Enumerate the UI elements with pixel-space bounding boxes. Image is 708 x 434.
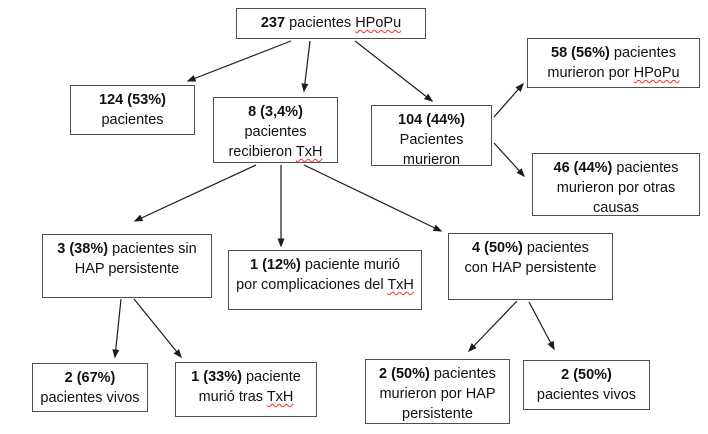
misspelled-term: HPoPu: [355, 15, 402, 31]
text-segment: paciente: [241, 369, 301, 385]
node-text-line: pacientes: [101, 110, 163, 130]
text-segment: 237: [260, 15, 286, 31]
node-text-line: murió tras TxH: [199, 387, 294, 407]
node-text-line: 104 (44%): [398, 110, 465, 130]
text-segment: murieron por HAP: [379, 386, 496, 402]
node-text-line: por complicaciones del TxH: [236, 275, 414, 295]
node-text-line: 1 (12%) paciente murió: [250, 255, 400, 275]
node-text-line: pacientes vivos: [40, 388, 139, 408]
text-segment: Pacientes: [399, 132, 464, 148]
node-text-line: 2 (67%): [65, 368, 116, 388]
arrow-con-hap-4-to-murieron-hap-2: [467, 300, 518, 353]
text-segment: pacientes: [101, 112, 164, 128]
text-segment: pacientes: [429, 366, 496, 382]
node-text-line: murieron por HPoPu: [547, 63, 679, 83]
node-text-line: 2 (50%): [561, 365, 612, 385]
node-text-line: 4 (50%) pacientes: [472, 238, 589, 258]
arrow-recibieron-txh-8-to-con-hap-4: [303, 164, 443, 232]
node-text-line: pacientes vivos: [537, 385, 636, 405]
node-text-line: recibieron TxH: [228, 142, 322, 162]
node-text-line: murieron por otras: [557, 178, 675, 198]
misspelled-term: TxH: [295, 144, 323, 160]
text-segment: HAP persistente: [74, 261, 180, 277]
node-recibieron-txh-8: 8 (3,4%) pacientes recibieron TxH: [213, 97, 338, 163]
node-text-line: Pacientes: [400, 130, 464, 150]
node-vivos-2-50: 2 (50%) pacientes vivos: [523, 360, 650, 410]
text-segment: 124 (53%): [99, 92, 166, 108]
node-murieron-otras-46: 46 (44%) pacientes murieron por otras caus…: [532, 153, 700, 216]
text-segment: pacientes: [522, 240, 589, 256]
node-text-line: 8 (3,4%): [248, 102, 303, 122]
text-segment: persistente: [402, 406, 473, 422]
text-segment: 104 (44%): [398, 112, 465, 128]
text-segment: pacientes sin: [108, 241, 197, 257]
node-murieron-104: 104 (44%) Pacientes murieron: [371, 105, 492, 168]
text-segment: 3 (38%): [57, 241, 109, 257]
text-segment: pacientes: [609, 45, 676, 61]
misspelled-term: TxH: [387, 277, 414, 293]
text-segment: pacientes: [244, 124, 307, 140]
text-segment: por complicaciones del: [236, 277, 388, 293]
node-text-line: pacientes: [244, 122, 306, 142]
misspelled-term: HPoPu: [633, 65, 680, 81]
arrow-con-hap-4-to-vivos-2-50: [528, 301, 555, 351]
text-segment: 2 (50%): [379, 366, 430, 382]
arrow-total-hpopu-to-recibieron-txh-8: [301, 40, 311, 93]
arrow-total-hpopu-to-pacientes-124: [186, 40, 292, 82]
text-segment: pacientes vivos: [536, 387, 637, 403]
text-segment: causas: [593, 200, 639, 216]
node-text-line: 124 (53%): [99, 90, 166, 110]
text-segment: paciente murió: [300, 257, 400, 273]
node-text-line: persistente: [402, 404, 473, 424]
node-text-line: 1 (33%) paciente: [191, 367, 301, 387]
arrow-recibieron-txh-8-to-sin-hap-3: [133, 164, 257, 222]
arrow-sin-hap-3-to-vivos-2-67: [112, 298, 122, 359]
text-segment: murió tras: [198, 389, 267, 405]
text-segment: murieron por: [547, 65, 634, 81]
arrow-sin-hap-3-to-murio-tras-txh-1: [133, 298, 182, 359]
text-segment: 58 (56%): [551, 45, 610, 61]
arrow-total-hpopu-to-murieron-104: [354, 40, 434, 102]
text-segment: murieron por otras: [556, 180, 676, 196]
node-con-hap-4: 4 (50%) pacientes con HAP persistente: [448, 233, 613, 300]
node-text-line: 3 (38%) pacientes sin: [57, 239, 196, 259]
text-segment: 8 (3,4%): [248, 104, 303, 120]
text-segment: 46 (44%): [553, 160, 613, 176]
node-text-line: 237 pacientes HPoPu: [261, 13, 401, 33]
node-text-line: 58 (56%) pacientes: [551, 43, 676, 63]
text-segment: pacientes vivos: [40, 390, 140, 406]
text-segment: murieron: [402, 152, 461, 168]
text-segment: recibieron: [228, 144, 296, 160]
node-text-line: murieron: [403, 150, 460, 170]
node-text-line: 46 (44%) pacientes: [554, 158, 679, 178]
text-segment: 4 (50%): [472, 240, 523, 256]
node-text-line: causas: [593, 198, 639, 218]
text-segment: con HAP persistente: [464, 260, 597, 276]
text-segment: pacientes: [285, 15, 356, 31]
text-segment: 1 (33%): [191, 369, 242, 385]
node-text-line: HAP persistente: [75, 259, 180, 279]
arrow-murieron-104-to-murieron-hpopu-58: [493, 82, 524, 118]
node-text-line: 2 (50%) pacientes: [379, 364, 496, 384]
misspelled-term: TxH: [266, 389, 294, 405]
node-total-hpopu: 237 pacientes HPoPu: [236, 8, 426, 39]
text-segment: 2 (50%): [561, 367, 612, 383]
text-segment: 1 (12%): [250, 257, 301, 273]
text-segment: pacientes: [612, 160, 679, 176]
node-pacientes-124: 124 (53%) pacientes: [70, 85, 195, 135]
node-vivos-2-67: 2 (67%) pacientes vivos: [32, 363, 148, 412]
node-text-line: murieron por HAP: [379, 384, 495, 404]
arrow-murieron-104-to-murieron-otras-46: [493, 142, 526, 178]
node-murieron-hap-2: 2 (50%) pacientes murieron por HAP persist…: [365, 359, 510, 424]
text-segment: 2 (67%): [64, 370, 116, 386]
node-text-line: con HAP persistente: [465, 258, 597, 278]
